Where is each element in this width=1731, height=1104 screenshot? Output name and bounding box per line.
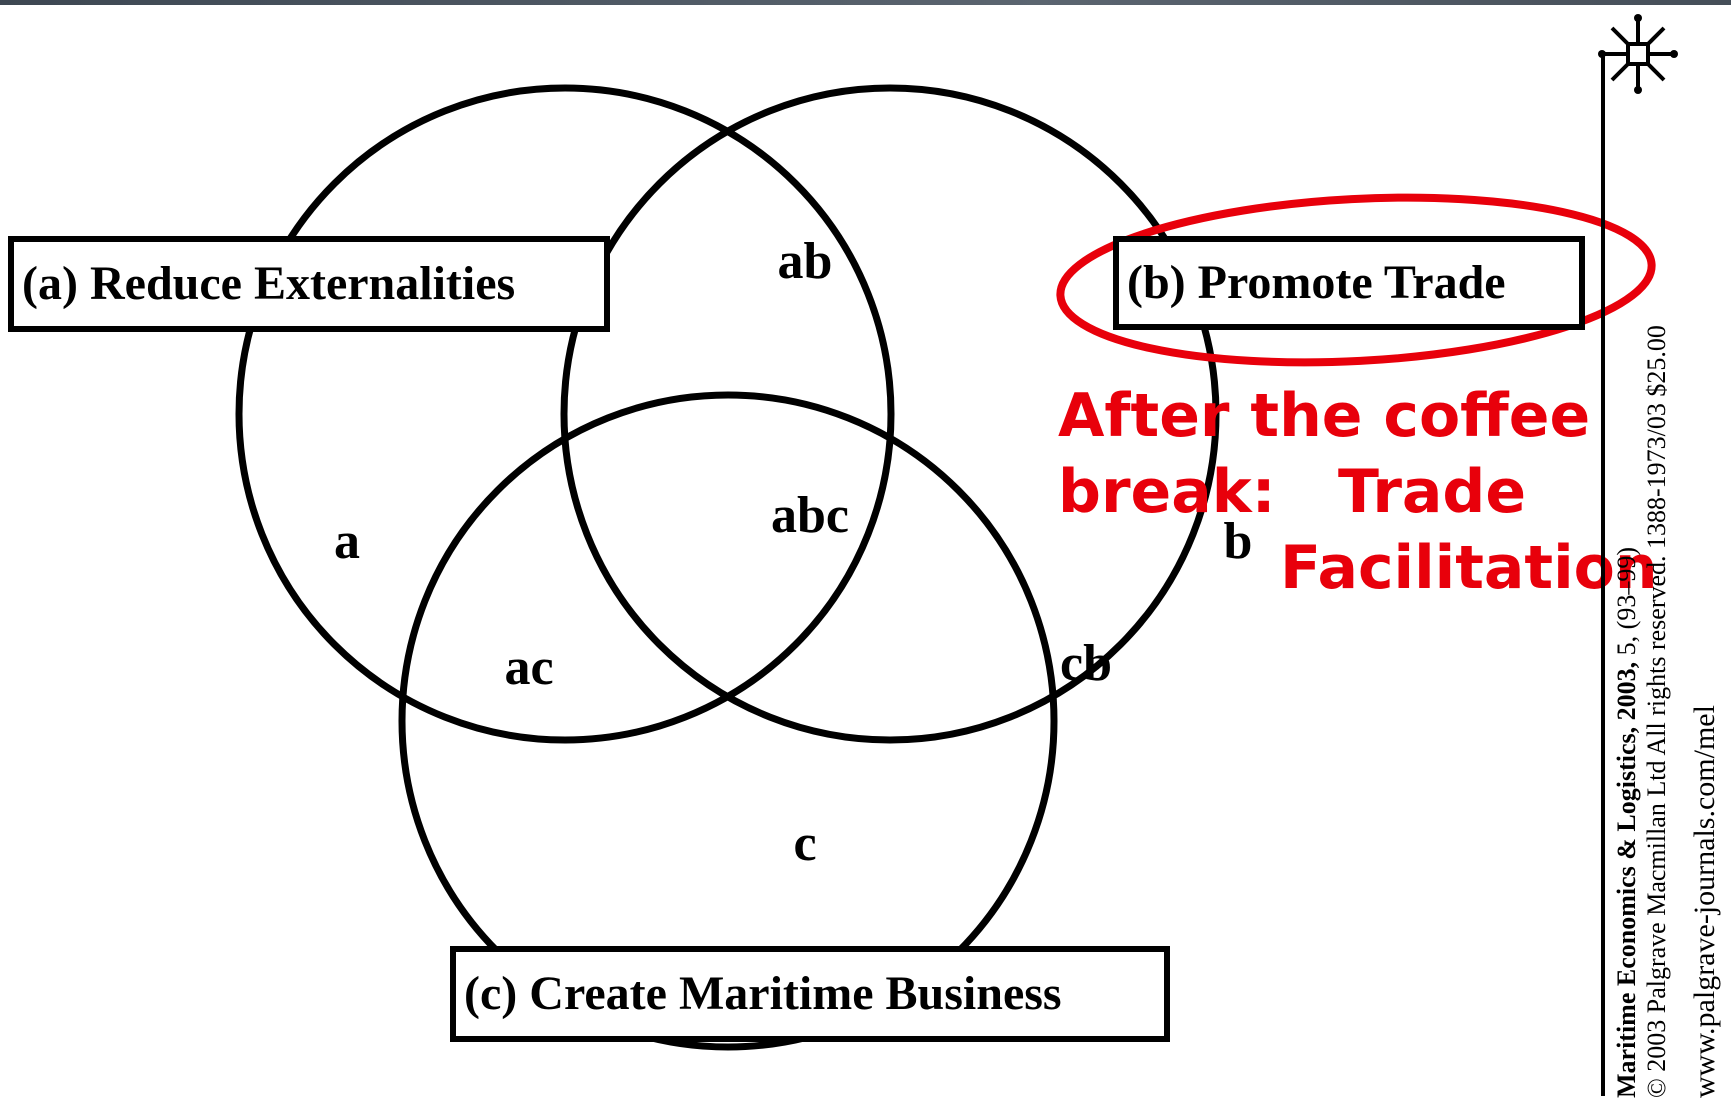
region-abc: abc (771, 487, 849, 544)
set-label-c: (c) Create Maritime Business (450, 946, 1170, 1042)
region-a: a (334, 513, 360, 570)
region-ab: ab (777, 233, 833, 290)
circle-b (560, 84, 1220, 744)
set-label-b: (b) Promote Trade (1113, 236, 1585, 330)
citation-line-3: www.palgrave-journals.com/mel (1688, 705, 1721, 1098)
palgrave-logo-icon (1598, 14, 1678, 94)
annotation-line-2a: break: (1058, 457, 1276, 527)
journal-volume: 5, (93–99) (1612, 547, 1641, 662)
region-b: b (1223, 513, 1253, 570)
citation-line-1: Maritime Economics & Logistics, 2003, 5,… (1612, 547, 1641, 1098)
set-label-a: (a) Reduce Externalities (8, 236, 610, 332)
region-cb: cb (1060, 635, 1112, 692)
region-ac: ac (504, 639, 554, 696)
annotation-line-2b: Trade (1338, 457, 1527, 527)
annotation-line-1: After the coffee (1058, 381, 1591, 451)
citation-rule (1601, 56, 1605, 1096)
circle-a (235, 84, 895, 744)
citation-line-2: © 2003 Palgrave Macmillan Ltd All rights… (1642, 325, 1671, 1098)
annotation-line-3: Facilitation (1280, 533, 1658, 603)
highlight-ellipse (1056, 193, 1656, 367)
top-window-bar (0, 0, 1731, 5)
journal-name: Maritime Economics & Logistics, 2003, (1612, 661, 1641, 1098)
circle-c (398, 391, 1058, 1051)
region-c: c (793, 815, 817, 872)
